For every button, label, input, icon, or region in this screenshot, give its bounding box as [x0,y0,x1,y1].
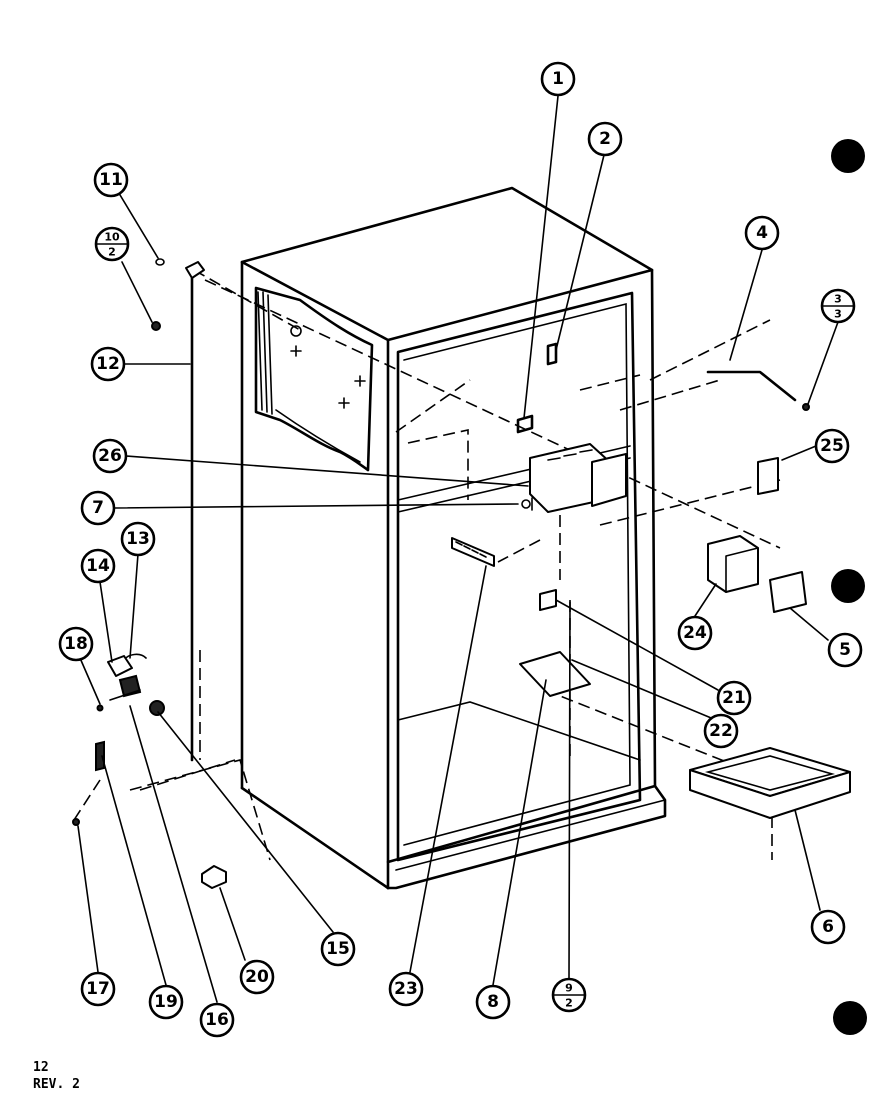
part-26-control-housing [529,443,627,513]
leader-lines [77,95,839,1003]
part-10-screw [151,321,161,331]
part-14-hinge-hardware [107,655,142,701]
callout-7: 7 [80,490,116,526]
callout-25: 25 [814,428,850,464]
callout-13: 13 [120,521,156,557]
cabinet-body [240,186,667,890]
callout-fraction-9-2: 9 2 [551,977,587,1013]
punch-hole-bottom [833,1001,867,1035]
callout-24: 24 [677,615,713,651]
svg-text:26: 26 [98,446,122,466]
svg-text:21: 21 [722,688,746,708]
callout-23: 23 [388,971,424,1007]
part-4-wire [706,370,797,402]
part-6-tray [689,747,851,819]
part-12-hinge [185,261,205,762]
callout-12: 12 [90,346,126,382]
leader-fraction-9-2 [568,601,571,980]
callout-4: 4 [744,215,780,251]
part-19-shim [95,740,105,772]
svg-text:13: 13 [126,529,150,549]
svg-text:20: 20 [245,967,269,987]
svg-text:8: 8 [487,992,499,1012]
svg-text:3: 3 [834,293,842,306]
callout-6: 6 [810,909,846,945]
svg-text:19: 19 [154,992,178,1012]
part-21-bracket [539,589,557,611]
svg-text:3: 3 [834,308,842,321]
callout-1: 1 [540,61,576,97]
part-8-bracket [519,651,591,697]
svg-text:16: 16 [205,1010,229,1030]
punch-hole-middle [831,569,865,603]
callout-16: 16 [199,1002,235,1038]
callout-20: 20 [239,959,275,995]
part-25-label [757,457,779,495]
svg-text:1: 1 [552,69,564,89]
svg-text:22: 22 [709,721,733,741]
assembly-lines [73,269,781,861]
punch-hole-top [831,139,865,173]
part-11-plug [155,258,165,266]
part-15-cam [149,700,166,716]
callout-5: 5 [827,632,863,668]
svg-text:11: 11 [99,170,123,190]
callout-22: 22 [703,713,739,749]
part-5-panel [769,571,807,613]
part-17-screw [72,818,80,826]
svg-text:5: 5 [839,640,851,660]
callout-21: 21 [716,680,752,716]
part-24-box [707,535,759,593]
part-7-clip [521,497,533,511]
svg-text:4: 4 [756,223,768,243]
svg-text:18: 18 [64,634,88,654]
svg-text:6: 6 [822,917,834,937]
callout-17: 17 [80,971,116,1007]
part-2-clip [546,342,558,366]
svg-text:24: 24 [683,623,707,643]
svg-text:10: 10 [104,231,120,244]
callout-15: 15 [320,931,356,967]
callout-fraction-3-3: 3 3 [820,288,856,324]
svg-text:23: 23 [394,979,418,999]
svg-text:15: 15 [326,939,350,959]
page-number: 12 [33,1060,49,1075]
svg-text:2: 2 [108,246,116,259]
svg-text:9: 9 [565,982,573,995]
callout-26: 26 [92,438,128,474]
callout-11: 11 [93,162,129,198]
callout-14: 14 [80,548,116,584]
svg-text:2: 2 [565,997,573,1010]
revision-label: REV. 2 [33,1077,80,1092]
svg-text:2: 2 [599,129,611,149]
part-1-rod [516,414,534,434]
part-23-heater [451,537,495,567]
callout-fraction-10-2: 10 2 [94,226,130,262]
part-3-screw [802,403,810,411]
svg-text:25: 25 [820,436,844,456]
svg-text:7: 7 [92,498,104,518]
callout-19: 19 [148,984,184,1020]
callout-18: 18 [58,626,94,662]
callout-8: 8 [475,984,511,1020]
svg-text:14: 14 [86,556,110,576]
part-20-foot [201,865,227,889]
part-18-screw [96,704,104,712]
callout-2: 2 [587,121,623,157]
svg-text:12: 12 [96,354,120,374]
svg-text:17: 17 [86,979,110,999]
